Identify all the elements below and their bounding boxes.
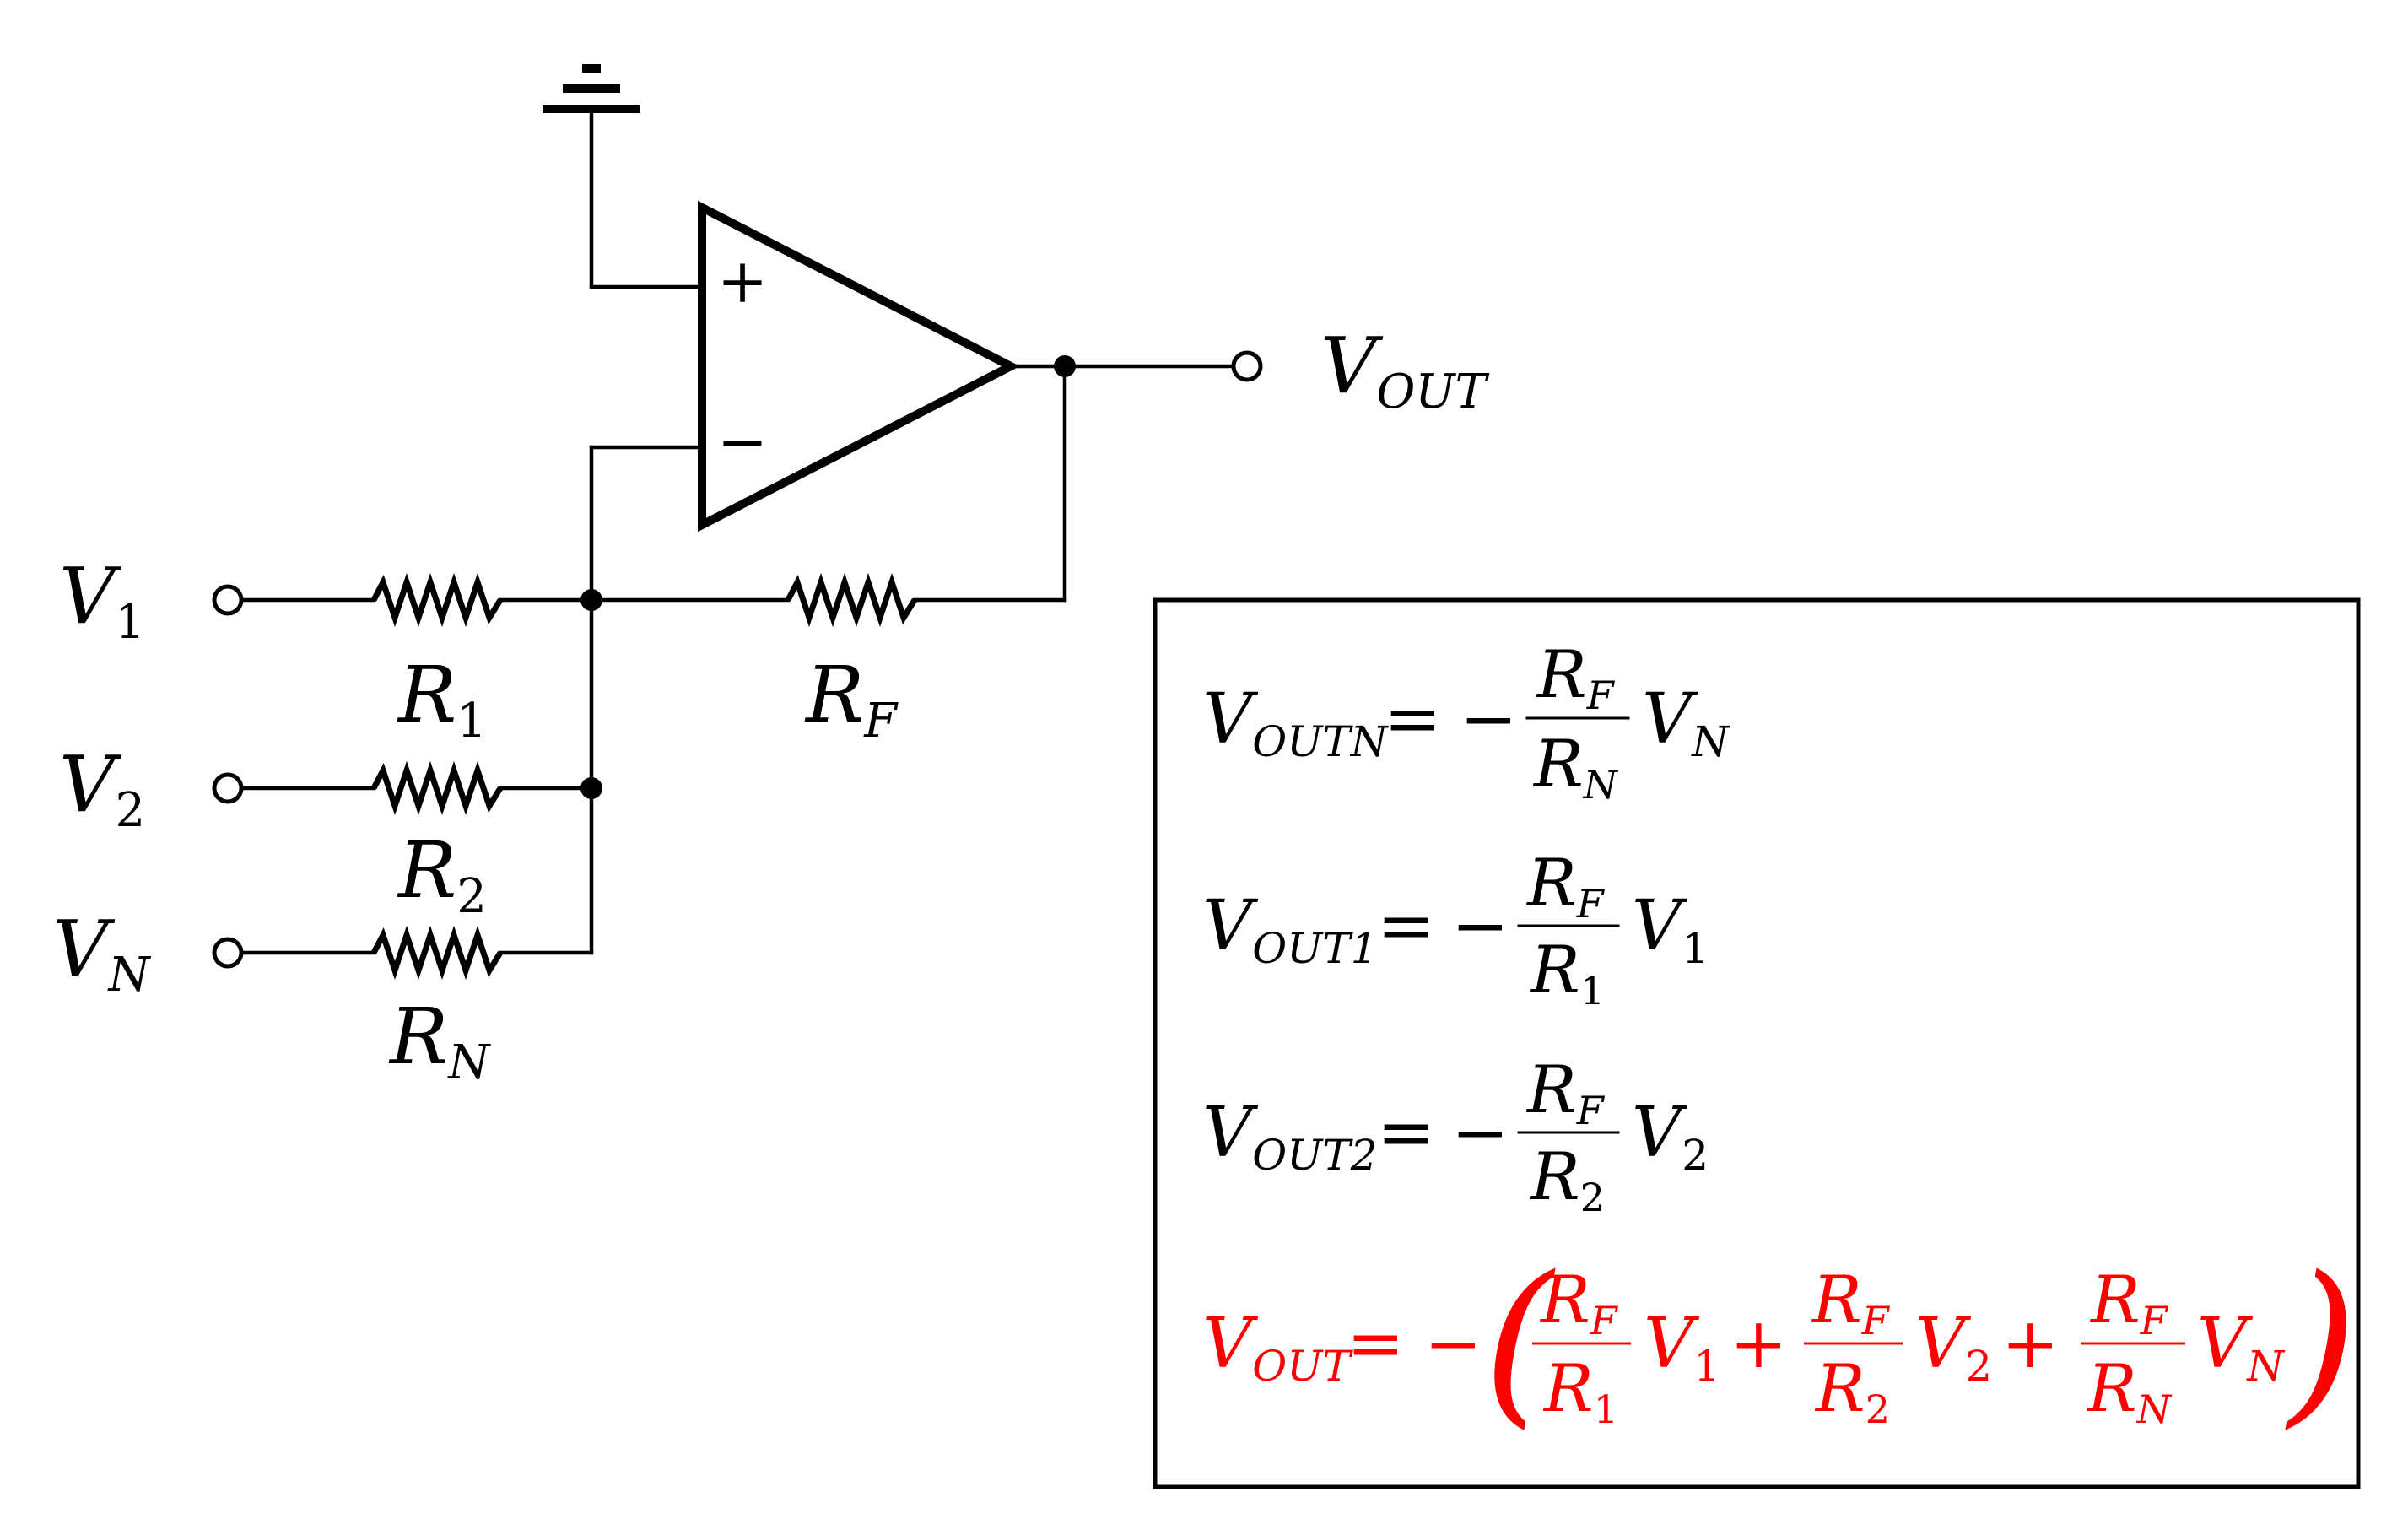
- fraction-denominator: R2: [1529, 1139, 1605, 1220]
- rf-label: RF: [804, 650, 899, 749]
- equation-lhs: VOUT1: [1202, 886, 1378, 973]
- equation-minus-sign: −: [1451, 886, 1509, 966]
- v1-terminal: [212, 584, 244, 616]
- open-parenthesis: (: [1483, 1238, 1556, 1445]
- input-branch-2: [212, 760, 602, 816]
- v2-label: V2: [59, 739, 145, 838]
- fraction-denominator: R1: [1529, 932, 1605, 1013]
- equation-lhs: VOUTN: [1202, 679, 1390, 766]
- input-branch-n: [212, 925, 594, 981]
- equations-box: [1153, 597, 2361, 1489]
- equation-vout-total: VOUT = − ( RF R1 V1 + RF R2 V2 + RF RN V…: [1202, 1238, 2357, 1445]
- equation-minus-sign: −: [1460, 679, 1518, 759]
- resistor-rf: [785, 572, 917, 628]
- feedback-path: [589, 364, 1067, 628]
- fraction-numerator: RF: [1525, 1052, 1606, 1133]
- close-parenthesis: ): [2285, 1238, 2357, 1445]
- equation-rhs: VN: [1642, 679, 1730, 766]
- fraction-numerator: RF: [1811, 1262, 1891, 1343]
- fraction-denominator: R1: [1542, 1351, 1618, 1432]
- fraction-denominator: RN: [2086, 1351, 2173, 1432]
- fraction-numerator: RF: [1536, 637, 1616, 718]
- ground-symbol: [543, 64, 705, 289]
- equation-rhs: V1: [1632, 886, 1709, 973]
- fraction-denominator: RN: [1532, 727, 1619, 808]
- equation-equals-sign: =: [1377, 1093, 1435, 1173]
- term-voltage: V2: [1915, 1304, 1992, 1391]
- input-branch-1: [212, 572, 602, 628]
- resistor-rn: [370, 925, 503, 981]
- rn-label: RN: [388, 992, 491, 1090]
- equation-rhs: V2: [1632, 1093, 1709, 1180]
- fraction-denominator: R2: [1814, 1351, 1890, 1432]
- vn-label: VN: [52, 904, 151, 1003]
- vout-label: VOUT: [1320, 321, 1490, 419]
- v2-terminal: [212, 772, 244, 804]
- vn-terminal: [212, 937, 244, 969]
- vout-terminal: [1231, 350, 1263, 382]
- fraction-numerator: RF: [1525, 846, 1606, 927]
- branch-2-junction-dot: [580, 777, 602, 799]
- resistor-r2: [370, 760, 503, 816]
- fraction-numerator: RF: [2089, 1262, 2169, 1343]
- summing-junction-dot: [580, 589, 602, 611]
- plus-sign: +: [2001, 1304, 2060, 1384]
- op-amp: + −: [698, 200, 1020, 532]
- fraction-numerator: RF: [1539, 1262, 1619, 1343]
- equation-minus-sign: −: [1424, 1304, 1482, 1384]
- term-voltage: V1: [1644, 1304, 1720, 1391]
- non-inverting-input-sign: +: [717, 246, 768, 316]
- equation-lhs: VOUT2: [1202, 1093, 1378, 1180]
- equation-vout-n: VOUTN = − RF RN VN: [1202, 637, 1730, 808]
- resistor-r1: [370, 572, 503, 628]
- equation-equals-sign: =: [1347, 1304, 1405, 1384]
- output-wire: [1008, 350, 1263, 382]
- equation-minus-sign: −: [1451, 1093, 1509, 1173]
- r2-label: R2: [397, 825, 487, 924]
- v1-label: V1: [59, 551, 145, 650]
- inverting-input-sign: −: [717, 406, 768, 477]
- equation-equals-sign: =: [1384, 679, 1442, 759]
- equation-vout-1: VOUT1 = − RF R1 V1: [1202, 846, 1709, 1013]
- equation-equals-sign: =: [1377, 886, 1435, 966]
- summing-bus: [589, 445, 705, 955]
- equation-vout-2: VOUT2 = − RF R2 V2: [1202, 1052, 1709, 1220]
- term-voltage: VN: [2197, 1304, 2286, 1391]
- equation-lhs: VOUT: [1202, 1304, 1353, 1391]
- r1-label: R1: [397, 650, 487, 749]
- op-amp-triangle: [698, 200, 1020, 532]
- plus-sign: +: [1730, 1304, 1788, 1384]
